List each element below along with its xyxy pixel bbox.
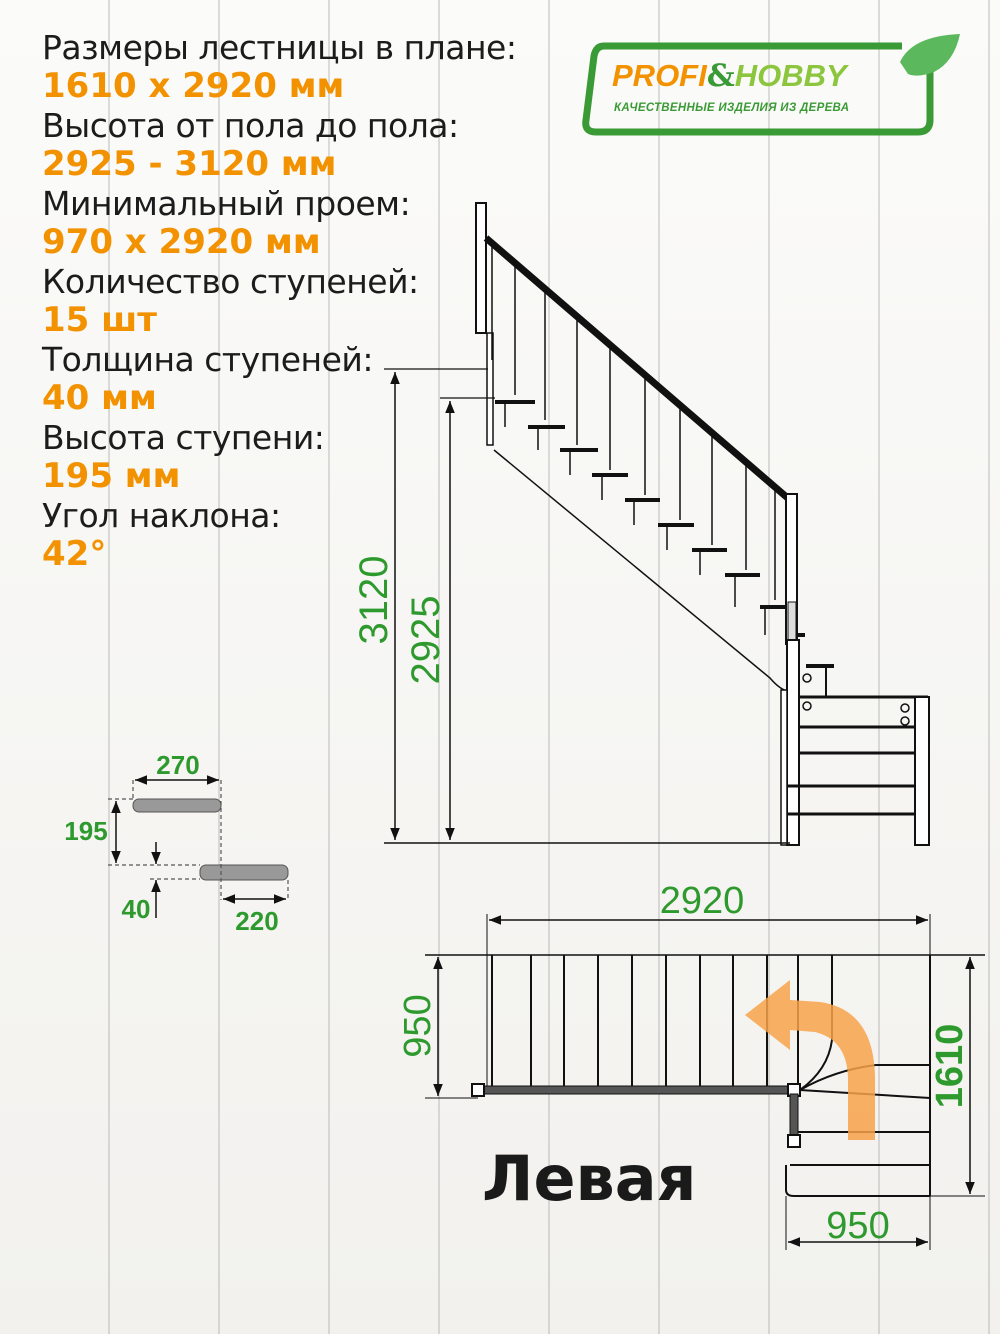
- turn-direction-arrow-icon: [745, 980, 875, 1140]
- step-going-label: 270: [156, 750, 199, 780]
- plan-length-label: 2920: [660, 880, 745, 922]
- spec-label-plan-size: Размеры лестницы в плане:: [42, 28, 517, 67]
- brand-logo: PROFI&HOBBY КАЧЕСТВЕННЫЕ ИЗДЕЛИЯ ИЗ ДЕРЕ…: [582, 32, 962, 142]
- logo-frame-icon: [582, 34, 960, 136]
- spec-label-angle: Угол наклона:: [42, 496, 281, 535]
- spec-value-step-height: 195 мм: [42, 456, 181, 496]
- dimension-2925-label: 2925: [404, 596, 448, 685]
- spec-value-step-thickness: 40 мм: [42, 378, 157, 418]
- plan-upper-width-label: 950: [397, 994, 439, 1057]
- spec-list: Размеры лестницы в плане: 1610 x 2920 мм…: [42, 28, 517, 574]
- dimension-3120-label: 3120: [352, 556, 396, 645]
- plan-total-width-label: 1610: [929, 1024, 971, 1109]
- spec-label-step-height: Высота ступени:: [42, 418, 325, 457]
- step-rise-label: 195: [64, 816, 107, 846]
- plan-lower-width-label: 950: [826, 1205, 889, 1247]
- step-thickness-label: 40: [122, 894, 151, 924]
- step-detail-drawing: 270 195 40 220: [64, 750, 289, 936]
- spec-value-min-opening: 970 x 2920 мм: [42, 222, 321, 262]
- stair-variant-label: Левая: [482, 1142, 697, 1215]
- spec-value-floor-height: 2925 - 3120 мм: [42, 144, 337, 184]
- spec-value-plan-size: 1610 x 2920 мм: [42, 66, 345, 106]
- spec-value-step-count: 15 шт: [42, 300, 157, 340]
- spec-label-min-opening: Минимальный проем:: [42, 184, 411, 223]
- spec-label-step-count: Количество ступеней:: [42, 262, 419, 301]
- leaf-icon: [900, 34, 960, 76]
- step-tread-label: 220: [235, 906, 278, 936]
- side-view-drawing: [384, 202, 930, 846]
- spec-label-floor-height: Высота от пола до пола:: [42, 106, 459, 145]
- spec-value-angle: 42°: [42, 534, 107, 574]
- logo-title: PROFI&HOBBY: [612, 58, 847, 94]
- spec-label-step-thickness: Толщина ступеней:: [42, 340, 373, 379]
- logo-tagline: КАЧЕСТВЕННЫЕ ИЗДЕЛИЯ ИЗ ДЕРЕВА: [614, 102, 850, 114]
